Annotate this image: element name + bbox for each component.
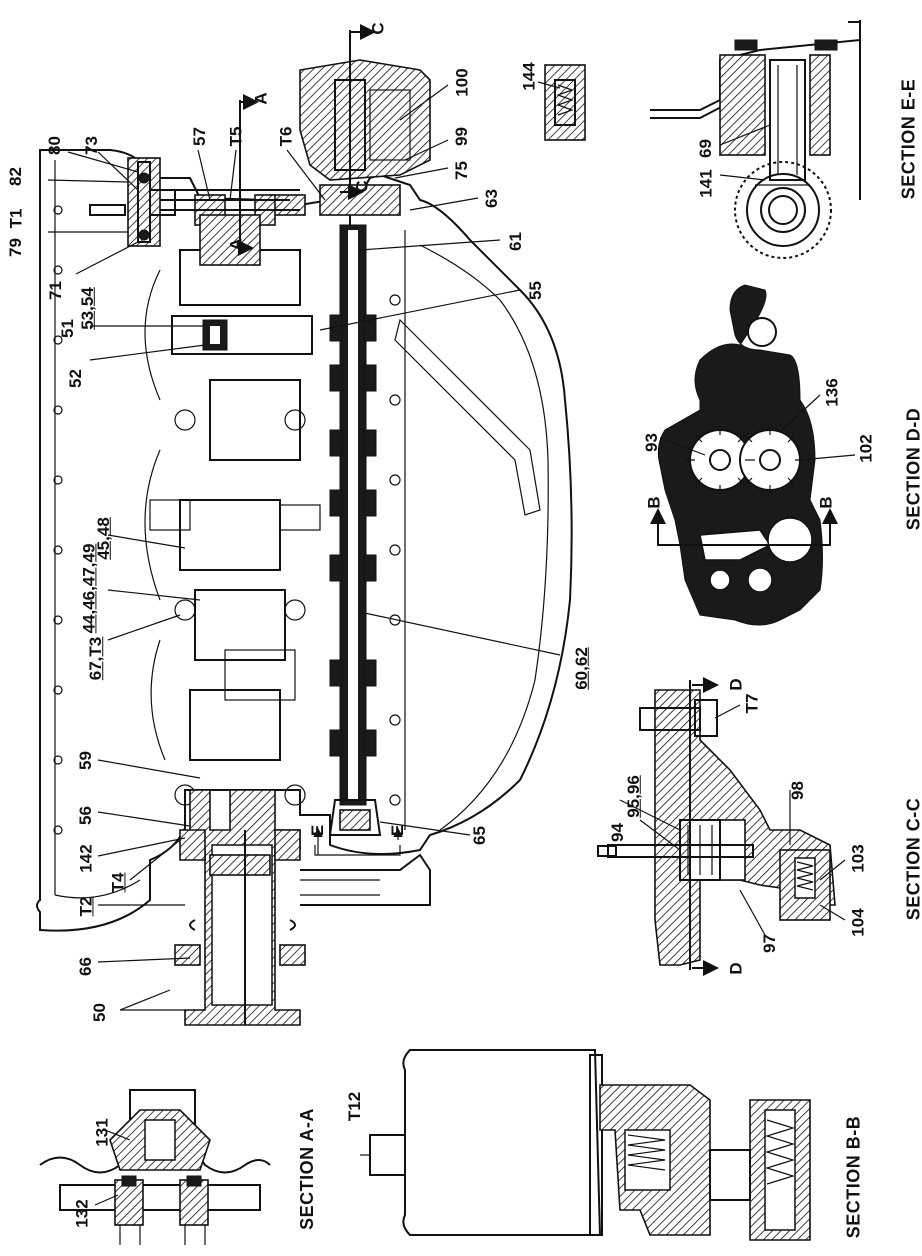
callout-57: 57 (189, 127, 209, 146)
callout-82: 82 (5, 167, 25, 186)
callout-136: 136 (822, 378, 842, 407)
cut-mark-d-top: D (726, 678, 746, 691)
callout-55: 55 (525, 281, 545, 300)
callout-103: 103 (848, 844, 868, 873)
callout-56: 56 (75, 806, 95, 825)
callout-79: 79 (5, 238, 25, 257)
cut-plane-arrows-main (238, 24, 403, 855)
callout-142: 142 (76, 844, 96, 873)
crankcase-main-view (36, 30, 573, 1026)
leader-lines-main (47, 84, 561, 1011)
section-title-ee: SECTION E-E (898, 78, 919, 200)
callout-63: 63 (481, 189, 501, 208)
section-bb-drawing (360, 1049, 811, 1241)
callout-73: 73 (81, 136, 101, 155)
callout-52: 52 (65, 369, 85, 388)
callout-t12: T12 (345, 1091, 365, 1122)
callout-44-49: 44,46,47,49 (79, 543, 99, 634)
callout-67-t3: 67,T3 (86, 636, 106, 681)
callout-t1: T1 (6, 208, 26, 229)
callout-t6: T6 (276, 126, 296, 147)
callout-53-54: 53,54 (77, 287, 97, 330)
callout-98: 98 (787, 781, 807, 800)
cut-mark-b-left: B (644, 496, 664, 509)
cut-mark-e-left: E (308, 824, 328, 837)
callout-94: 94 (607, 823, 627, 842)
callout-93: 93 (641, 433, 661, 452)
section-title-bb: SECTION B-B (843, 1115, 864, 1239)
callout-99: 99 (451, 127, 471, 146)
callout-80: 80 (44, 136, 64, 155)
callout-50: 50 (89, 1003, 109, 1022)
cut-mark-c-bottom: C (352, 180, 372, 193)
cut-mark-a-bottom: A (226, 238, 246, 251)
cut-mark-e-right: E (388, 824, 408, 837)
callout-131: 131 (92, 1118, 112, 1147)
callout-t7: T7 (742, 693, 762, 714)
flange-bolts (53, 205, 401, 835)
callout-66: 66 (75, 957, 95, 976)
oil-pump-drive-housing (160, 30, 431, 266)
crankshaft (144, 249, 321, 806)
callout-104: 104 (848, 908, 868, 937)
section-title-cc: SECTION C-C (903, 797, 922, 921)
front-cover-bolt (89, 157, 176, 247)
cut-mark-a-top: A (251, 92, 271, 105)
cut-mark-b-right: B (816, 496, 836, 509)
callout-95-96: 95,96 (623, 775, 643, 818)
callout-144: 144 (519, 62, 539, 91)
callout-100: 100 (452, 68, 472, 97)
cam-lobes (329, 314, 377, 757)
callout-t4: T4 (108, 872, 128, 893)
callout-141: 141 (696, 169, 716, 198)
callout-71: 71 (45, 281, 65, 300)
callout-97: 97 (759, 934, 779, 953)
section-cc-drawing (597, 677, 846, 976)
callout-51: 51 (57, 319, 77, 338)
section-ee-drawing (650, 20, 861, 259)
section-dd-drawing (650, 284, 856, 626)
callout-60-62: 60,62 (571, 647, 591, 690)
cut-mark-c-top: C (368, 22, 388, 35)
section-aa-drawing (39, 1089, 271, 1245)
callout-61: 61 (505, 232, 525, 251)
section-title-dd: SECTION D-D (903, 407, 922, 531)
callout-t2: T2 (76, 896, 96, 917)
rear-crank-flange (174, 789, 431, 1026)
section-title-aa: SECTION A-A (296, 1108, 317, 1230)
detail-144 (537, 64, 586, 141)
callout-102: 102 (856, 434, 876, 463)
callout-69: 69 (695, 139, 715, 158)
pump-gears (685, 425, 805, 495)
callout-132: 132 (72, 1199, 92, 1228)
cut-mark-d-bottom: D (726, 962, 746, 975)
callout-65: 65 (469, 826, 489, 845)
callout-75: 75 (451, 161, 471, 180)
callout-t5: T5 (226, 126, 246, 147)
callout-59: 59 (75, 751, 95, 770)
